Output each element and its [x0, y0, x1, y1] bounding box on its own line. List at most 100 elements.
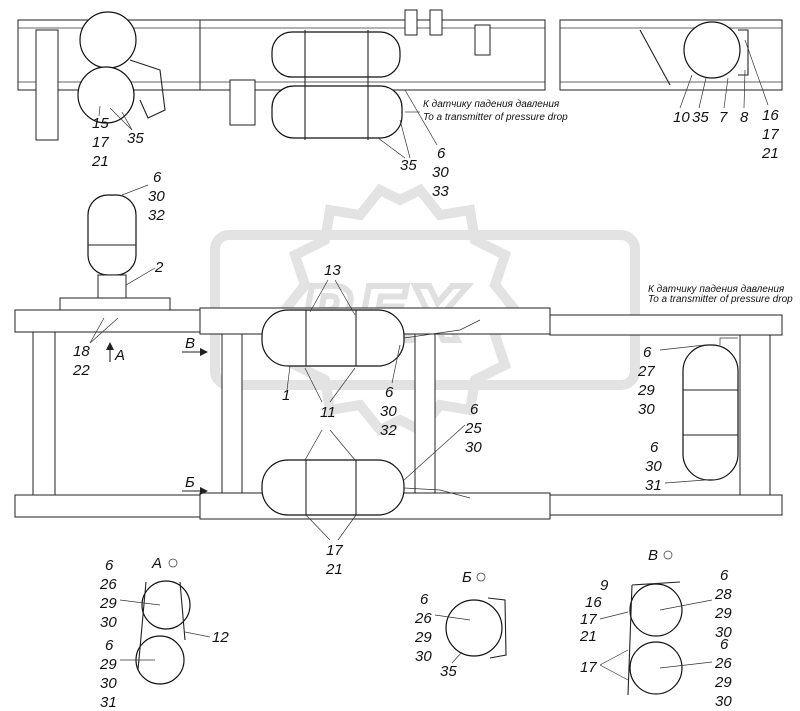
tank-lower-horizontal [261, 459, 405, 516]
view-title: Б [462, 569, 472, 586]
callout: 30 [645, 458, 662, 475]
callout: 35 [127, 130, 144, 147]
callout: 15 [92, 115, 109, 132]
detail-view-a: А 6 26 29 30 6 29 30 31 12 [99, 555, 229, 711]
tank-top-right [683, 21, 741, 79]
callout: 26 [714, 655, 732, 672]
view-arrow-label: Б [185, 474, 195, 491]
callout: 17 [762, 126, 779, 143]
cross-member [221, 333, 243, 494]
callout: 29 [414, 629, 432, 646]
view-title: В [648, 547, 658, 564]
callout: 17 [92, 134, 109, 151]
top-frame-view [17, 9, 783, 141]
callout: 6 [385, 384, 394, 401]
frame-bracket [474, 24, 491, 56]
callout: 6 [437, 145, 446, 162]
callout: 21 [91, 153, 109, 170]
callout: 21 [579, 628, 597, 645]
callout: 26 [99, 576, 117, 593]
sensor-note-en: To a transmitter of pressure drop [648, 294, 793, 305]
detail-b-tank [445, 599, 503, 657]
callout: 30 [415, 648, 432, 665]
tank-right-vertical [682, 344, 739, 481]
callout: 18 [73, 343, 90, 360]
callout: 30 [715, 693, 732, 710]
tank-top-left-lower [77, 66, 135, 124]
callout: 17 [326, 542, 343, 559]
callout: 17 [580, 611, 597, 628]
detail-a-tank-upper [141, 580, 191, 630]
callout: 35 [692, 109, 709, 126]
callout: 29 [99, 656, 117, 673]
callout: 27 [637, 363, 655, 380]
callout: 6 [105, 637, 114, 654]
frame-bracket [229, 79, 256, 126]
tank-mount-plate [59, 297, 171, 311]
callout: 31 [100, 694, 117, 711]
callout: 30 [432, 164, 449, 181]
callout: 17 [580, 659, 597, 676]
view-arrow-label: В [185, 335, 195, 352]
callout: 32 [380, 422, 397, 439]
callout: 29 [99, 595, 117, 612]
callout: 35 [400, 157, 417, 174]
callout: 25 [464, 420, 482, 437]
lower-rail-right [549, 494, 783, 516]
tank-top-mid-upper [271, 31, 401, 78]
upper-rail-left [14, 309, 204, 333]
vertical-tank [87, 194, 137, 276]
main-plan-view [14, 194, 783, 520]
callout: 6 [153, 169, 162, 186]
callout: 30 [100, 675, 117, 692]
frame-bracket [404, 9, 418, 36]
callout: 6 [105, 557, 114, 574]
callout: 13 [324, 262, 341, 279]
detail-view-b: Б 6 26 29 30 35 [414, 569, 507, 680]
callout: 29 [714, 605, 732, 622]
callout: 21 [761, 145, 779, 162]
callout: 33 [432, 183, 449, 200]
sensor-note-ru: К датчику падения давления [423, 99, 560, 110]
cross-member [32, 331, 56, 496]
tank-top-left-upper [79, 11, 137, 69]
detail-v-tank-upper [629, 583, 683, 637]
callout: 6 [470, 401, 479, 418]
callout: 21 [325, 561, 343, 578]
callout: 30 [465, 439, 482, 456]
callout: 6 [420, 591, 429, 608]
cross-member [414, 333, 436, 494]
callout: 6 [643, 344, 652, 361]
callout: 30 [100, 614, 117, 631]
sensor-note-ru: К датчику падения давления [648, 284, 785, 295]
callout: 11 [320, 404, 336, 421]
sensor-note-en: To a transmitter of pressure drop [423, 112, 568, 123]
cross-member [739, 334, 771, 496]
lower-rail-left [14, 494, 204, 518]
callout: 28 [714, 586, 732, 603]
callout: 32 [148, 207, 165, 224]
callout: 6 [720, 636, 729, 653]
callout: 35 [440, 663, 457, 680]
tank-upper-horizontal [261, 309, 405, 367]
detail-view-v: В 9 16 17 21 17 6 28 29 30 6 26 29 30 [579, 547, 732, 710]
callout: 7 [719, 109, 728, 126]
callout: 10 [673, 109, 690, 126]
tank-top-mid-lower [271, 85, 403, 139]
callout: 30 [715, 624, 732, 641]
upper-rail-right [549, 314, 783, 336]
callout: 29 [637, 382, 655, 399]
callout: 31 [645, 477, 662, 494]
callout: 29 [714, 674, 732, 691]
callout: 30 [638, 401, 655, 418]
callout: 30 [148, 188, 165, 205]
callout: 16 [762, 107, 779, 124]
callout: 9 [600, 577, 609, 594]
frame-rail-right [559, 19, 783, 91]
callout: 30 [380, 403, 397, 420]
callout: 6 [650, 439, 659, 456]
callout: 2 [154, 259, 164, 276]
callout: 6 [720, 567, 729, 584]
frame-bracket [429, 9, 443, 36]
